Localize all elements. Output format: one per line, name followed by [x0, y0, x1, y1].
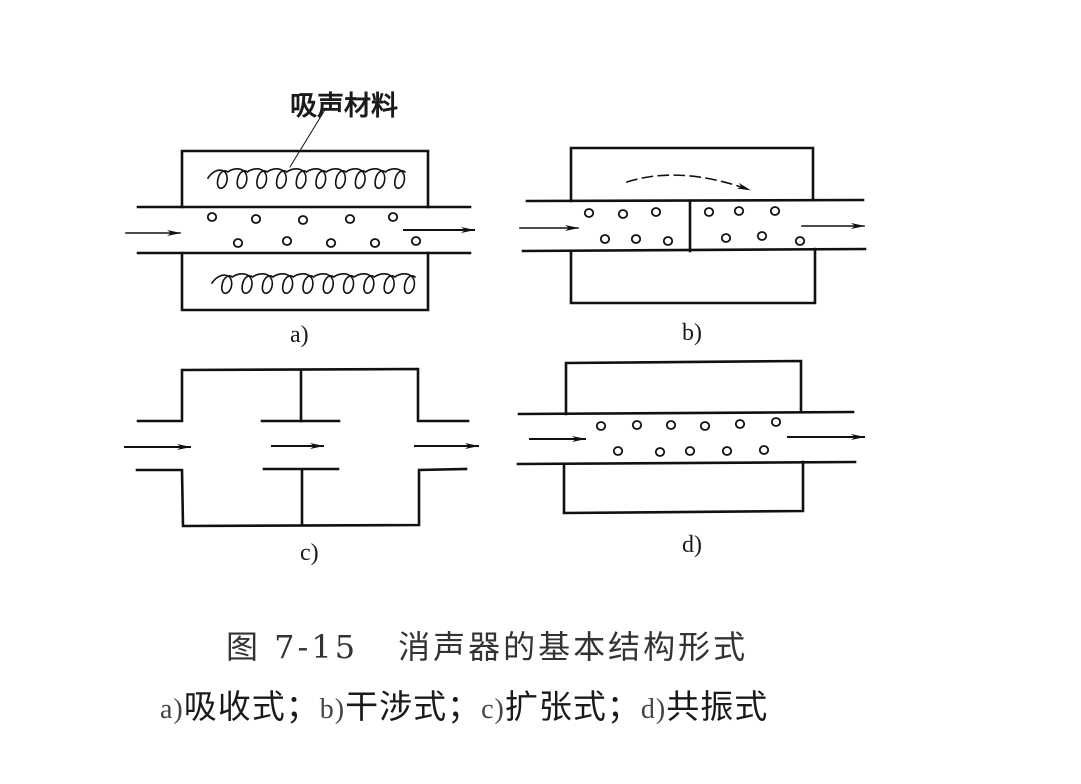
separator: ； [447, 687, 482, 726]
pipe-top-wall [527, 200, 863, 201]
separator: ； [606, 687, 641, 726]
perforation-hole [630, 234, 642, 244]
dashed-bypass-arrow [627, 175, 750, 190]
panel-a [126, 108, 475, 310]
perforation-hole [720, 233, 732, 243]
perforations [206, 212, 422, 248]
perforation-hole [369, 238, 381, 248]
resonator-chamber-top [566, 361, 801, 414]
subcaption-prefix-b: b) [319, 694, 346, 725]
absorbent-material-label: 吸声材料 [290, 91, 398, 122]
subcaption-prefix-a: a) [160, 694, 184, 725]
figure-subcaption: a)吸收式；b)干涉式；c)扩张式；d)共振式 [160, 680, 768, 728]
perforation-hole [232, 238, 244, 248]
panel-b [520, 148, 865, 303]
subcaption-prefix-c: c) [481, 694, 505, 725]
annotation-leader-line [290, 108, 326, 167]
perforation-hole [297, 215, 309, 225]
perforation-hole [612, 446, 624, 456]
outer-chamber-bottom [571, 249, 815, 303]
panel-b-label: b) [682, 320, 702, 346]
pipe-bottom-wall [523, 249, 865, 251]
outer-chamber-top [571, 148, 813, 201]
figure-title: 消声器的基本结构形式 [398, 628, 749, 666]
lower-chamber [182, 253, 428, 310]
coil-spring [208, 169, 405, 188]
perforation-hole [250, 214, 262, 224]
separator: ； [285, 687, 320, 726]
panel-d [518, 361, 865, 513]
perforation-hole [684, 446, 696, 456]
perforation-hole [733, 206, 745, 216]
subcaption-text-d: 共振式 [666, 687, 769, 726]
absorbent-material-coils [208, 169, 415, 293]
perforation-hole [756, 231, 768, 241]
coil-spring [212, 274, 415, 293]
upper-chamber [182, 151, 428, 207]
perforation-hole [583, 208, 595, 218]
perforation-hole [344, 214, 356, 224]
perforation-hole [281, 236, 293, 246]
perforation-hole [617, 209, 629, 219]
perforation-hole [758, 445, 770, 455]
perforation-hole [794, 236, 806, 246]
perforation-hole [650, 207, 662, 217]
subcaption-text-a: 吸收式 [183, 687, 286, 726]
expansion-chamber-top [138, 369, 468, 421]
perforation-hole [770, 417, 782, 427]
perforation-hole [387, 212, 399, 222]
perforation-hole [410, 236, 422, 246]
perforation-hole [699, 421, 711, 431]
panel-d-label: d) [682, 532, 702, 558]
panel-c-label: c) [300, 540, 319, 566]
perforation-hole [662, 236, 674, 246]
perforation-hole [206, 212, 218, 222]
subcaption-prefix-d: d) [640, 694, 667, 725]
subcaption-text-c: 扩张式 [504, 687, 607, 726]
panel-c [125, 369, 479, 526]
perforation-hole [734, 419, 746, 429]
perforation-hole [769, 206, 781, 216]
perforations [595, 417, 782, 457]
figure-caption: 图 7-15 消声器的基本结构形式 [226, 622, 748, 668]
subcaption-text-b: 干涉式 [345, 687, 448, 726]
perforation-hole [631, 420, 643, 430]
perforation-hole [599, 234, 611, 244]
perforation-hole [325, 238, 337, 248]
perforation-hole [654, 447, 666, 457]
perforations [583, 206, 806, 246]
perforation-hole [595, 421, 607, 431]
perforation-hole [703, 207, 715, 217]
perforation-hole [721, 446, 733, 456]
perforation-hole [665, 420, 677, 430]
panel-a-label: a) [290, 322, 309, 348]
figure-number: 图 7-15 [226, 628, 359, 666]
pipe-top-wall [519, 412, 853, 414]
resonator-chamber-bottom [564, 462, 803, 513]
pipe-bottom-wall [518, 462, 855, 464]
